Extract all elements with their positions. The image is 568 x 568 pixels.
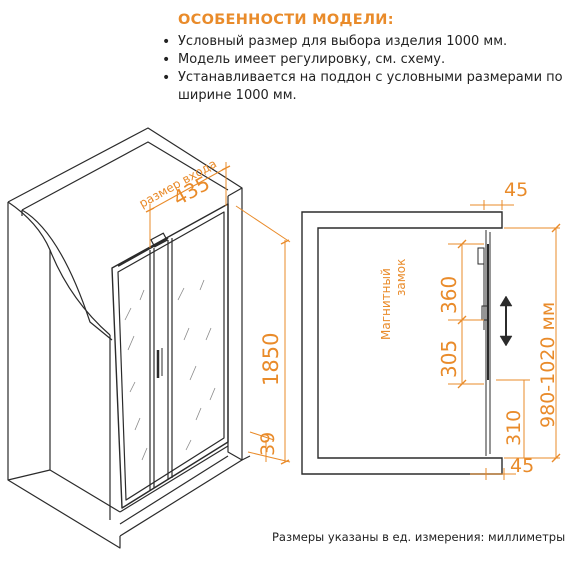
adjustment-arrow-icon [499,295,513,347]
shower-enclosure-drawing [7,127,251,549]
feature-item: Модель имеет регулировку, см. схему. [160,51,564,69]
feature-item: Устанавливается на поддон с условными ра… [160,69,564,105]
magnet-lock-line-1: Магнитный [379,268,393,340]
bottom-offset-value: 45 [510,455,534,477]
dim-360-value: 360 [437,276,461,314]
plan-wall [301,211,503,475]
plan-view-drawing [301,211,503,475]
base-height-value: 39 [257,432,279,456]
glass-texture [124,279,216,461]
plan-dimensions [448,200,561,480]
feature-item: Условный размер для выбора изделия 1000 … [160,33,564,51]
floor-edge [119,459,243,537]
left-wall [7,202,121,549]
dim-305-value: 305 [437,340,461,378]
left-dimensions [145,162,291,465]
units-footnote: Размеры указаны в ед. измерения: миллиме… [272,530,566,544]
magnet-lock-label: Магнитный замок [379,259,408,340]
right-column [227,188,243,461]
wall-top-outline [7,127,243,203]
dim-310-value: 310 [503,410,525,446]
model-features: ОСОБЕННОСТИ МОДЕЛИ: Условный размер для … [160,12,564,105]
top-offset-value: 45 [504,179,528,201]
features-list: Условный размер для выбора изделия 1000 … [160,33,564,105]
door-frame [111,203,229,509]
features-title: ОСОБЕННОСТИ МОДЕЛИ: [178,12,394,28]
height-value: 1850 [259,333,283,386]
range-value: 980-1020 мм [537,302,559,428]
magnet-lock-line-2: замок [394,259,408,296]
